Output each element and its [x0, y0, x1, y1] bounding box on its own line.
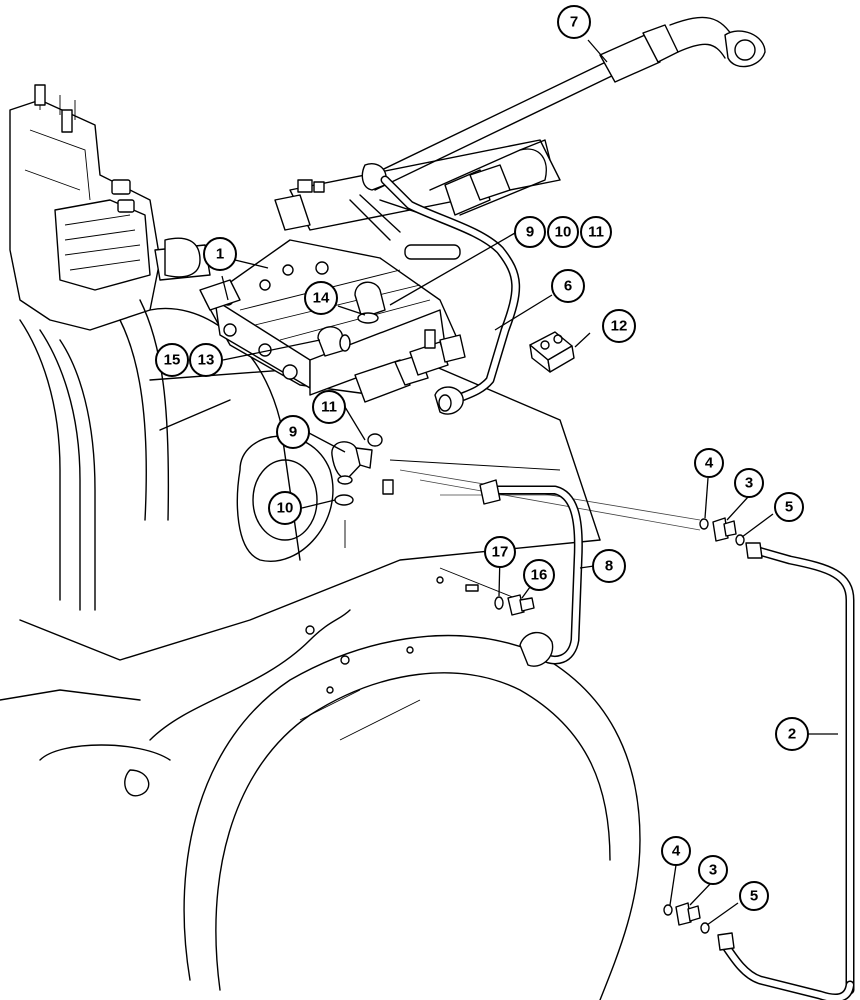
callout-4-upper: 4 [694, 448, 724, 478]
svg-text:9: 9 [289, 424, 297, 441]
tractor-body-outline [0, 84, 701, 1000]
adapter-16-17 [494, 594, 535, 616]
callout-2: 2 [775, 717, 809, 751]
svg-text:7: 7 [570, 14, 578, 31]
control-valve-block [154, 237, 466, 403]
svg-text:10: 10 [555, 224, 572, 241]
pipe-7 [361, 16, 766, 191]
svg-text:4: 4 [705, 455, 714, 472]
svg-text:17: 17 [492, 544, 509, 561]
callout-6: 6 [551, 269, 585, 303]
svg-text:14: 14 [313, 290, 330, 307]
callout-8: 8 [592, 549, 626, 583]
svg-text:6: 6 [564, 278, 572, 295]
callout-11-lower: 11 [312, 390, 346, 424]
svg-text:12: 12 [611, 318, 628, 335]
callout-3-upper: 3 [734, 468, 764, 498]
callout-12: 12 [602, 309, 636, 343]
svg-text:15: 15 [164, 352, 181, 369]
svg-text:9: 9 [526, 224, 534, 241]
callout-10-lower: 10 [268, 491, 302, 525]
svg-text:5: 5 [785, 499, 793, 516]
callout-9-upper: 9 [514, 216, 546, 248]
svg-text:3: 3 [709, 862, 717, 879]
pipe-8 [479, 479, 583, 667]
callout-4-lower: 4 [661, 836, 691, 866]
clamp-12 [529, 331, 575, 373]
pipe-2 [717, 542, 855, 1000]
callout-13: 13 [189, 343, 223, 377]
callout-1: 1 [203, 237, 237, 271]
callout-5-upper: 5 [774, 492, 804, 522]
svg-text:2: 2 [788, 726, 796, 743]
svg-text:3: 3 [745, 475, 753, 492]
callout-10-upper: 10 [547, 216, 579, 248]
callout-16: 16 [523, 559, 555, 591]
svg-text:11: 11 [588, 224, 604, 241]
svg-text:16: 16 [531, 567, 548, 584]
svg-text:1: 1 [216, 246, 224, 263]
callout-7: 7 [557, 5, 591, 39]
callout-15: 15 [155, 343, 189, 377]
adapter-set-upper [699, 517, 745, 546]
callout-5-lower: 5 [739, 881, 769, 911]
callout-9-lower: 9 [276, 415, 310, 449]
svg-text:8: 8 [605, 558, 613, 575]
callout-14: 14 [304, 281, 338, 315]
elbow-fitting-9 [331, 433, 383, 506]
adapter-set-lower [663, 902, 710, 934]
svg-text:5: 5 [750, 888, 758, 905]
svg-text:13: 13 [198, 352, 215, 369]
pipe-6 [380, 175, 521, 415]
callout-11-upper: 11 [580, 216, 612, 248]
svg-text:10: 10 [277, 500, 294, 517]
svg-text:11: 11 [321, 399, 337, 416]
svg-text:4: 4 [672, 843, 681, 860]
callout-17: 17 [484, 536, 516, 568]
callout-3-lower: 3 [698, 855, 728, 885]
